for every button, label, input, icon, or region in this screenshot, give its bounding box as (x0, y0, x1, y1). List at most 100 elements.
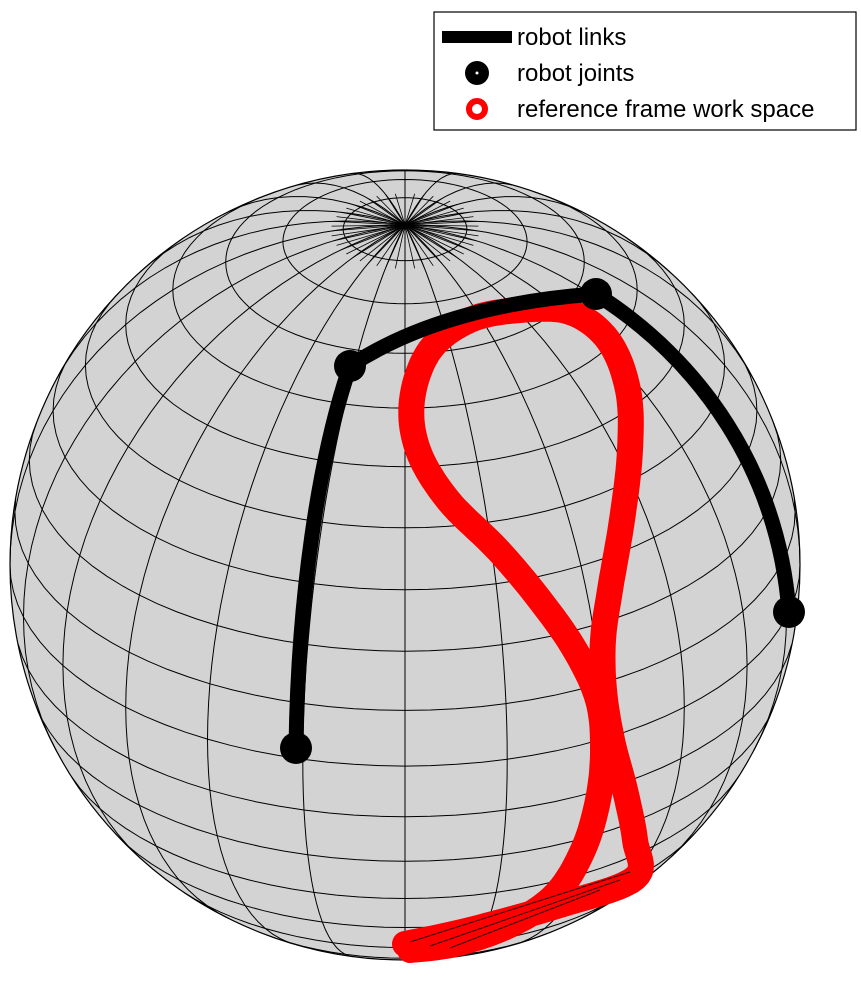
mesh-pole-spoke (352, 204, 406, 226)
mesh-pole-spoke (404, 220, 477, 226)
mesh-pole-spoke (340, 224, 406, 251)
mesh-pole-spoke (404, 207, 464, 226)
mesh-pole-spoke (331, 224, 406, 237)
robot-link (342, 286, 604, 374)
mesh-parallel (282, 178, 528, 305)
mesh-pole-spoke (359, 224, 406, 262)
mesh-pole-spoke (340, 211, 406, 226)
mesh-pole-spoke (404, 224, 458, 259)
mesh-pole-spoke (404, 224, 477, 242)
mesh-meridian (404, 210, 672, 274)
reference-path-marker (619, 808, 644, 833)
mesh-pole-spoke (394, 193, 406, 226)
legend-robot-links-label: robot links (517, 24, 626, 51)
mesh-pole-spoke (376, 195, 406, 226)
mesh-pole-spoke (404, 224, 479, 227)
mesh-pole-spoke (404, 224, 416, 269)
mesh-pole-spoke (404, 224, 470, 251)
robot-link (588, 286, 797, 620)
mesh-parallel (84, 292, 726, 529)
mesh-parallel (14, 498, 796, 711)
reference-path-marker (618, 431, 643, 456)
mesh-meridian (55, 220, 406, 380)
reference-path-marker (586, 788, 610, 812)
reference-path-marker (443, 932, 467, 956)
mesh-pole-spoke (404, 200, 451, 226)
robot-arm (280, 278, 805, 764)
mesh-pole-spoke (404, 211, 470, 226)
reference-path-marker (617, 798, 642, 823)
legend-reference-marker (466, 98, 488, 120)
mesh-pole-spoke (367, 198, 406, 226)
mesh-pole-spoke (404, 198, 443, 226)
mesh-pole-spoke (404, 224, 480, 232)
mesh-parallel (36, 707, 774, 862)
reference-path-marker (594, 599, 619, 624)
mesh-pole-spoke (359, 200, 406, 226)
mesh-parallel (17, 643, 793, 818)
mesh-pole-spoke (404, 204, 458, 226)
mesh-pole-spoke (367, 224, 406, 264)
mesh-parallel (225, 170, 585, 354)
reference-path-marker (615, 465, 640, 490)
mesh-parallel (71, 776, 739, 900)
reference-path-marker (610, 508, 634, 532)
mesh-parallel (9, 564, 801, 767)
mesh-meridian (404, 224, 748, 858)
mesh-pole-spoke (333, 224, 406, 242)
mesh-pole-spoke (376, 224, 406, 267)
reference-path-marker (606, 529, 631, 554)
mesh-pole-spoke (404, 195, 434, 226)
mesh-parallel (172, 191, 638, 409)
mesh-meridian (229, 196, 406, 226)
robot-joint (334, 350, 366, 382)
mesh-pole-spoke (330, 224, 406, 232)
mesh-meridian (353, 172, 406, 226)
reference-path-marker (601, 558, 626, 583)
reference-path-overlay-lines (409, 871, 631, 949)
mesh-pole-spoke (333, 220, 406, 226)
mesh-pole-spoke (404, 224, 451, 262)
reference-path-marker (583, 798, 608, 823)
mesh-pole-spoke (404, 216, 474, 226)
reference-path-marker (481, 919, 506, 944)
robot-joint (280, 732, 312, 764)
robot-joint (773, 596, 805, 628)
reference-path-marker (614, 479, 638, 504)
mesh-pole-spoke (331, 224, 406, 227)
reference-path-marker (616, 378, 640, 402)
mesh-pole-spoke (336, 216, 406, 226)
mesh-pole-spoke (336, 224, 406, 246)
mesh-pole-spoke (404, 224, 443, 264)
legend-robot-joints-marker-center (475, 71, 479, 75)
robot-joint (580, 278, 612, 310)
mesh-pole-spoke (346, 224, 406, 255)
mesh-pole-spoke (352, 224, 406, 259)
mesh-pole-spoke (385, 224, 406, 268)
mesh-pole-spoke (404, 224, 479, 237)
mesh-parallel (342, 197, 468, 262)
reference-path-marker (618, 418, 643, 443)
mesh-pole-spoke (404, 193, 416, 226)
reference-path-marker (612, 493, 636, 518)
reference-path-marker (618, 406, 643, 431)
mesh-pole-spoke (346, 207, 406, 226)
reference-path-marker (470, 924, 495, 948)
reference-path-marker (599, 571, 623, 596)
mesh-pole-spoke (394, 224, 406, 269)
mesh-pole-spoke (404, 224, 425, 268)
robot-link (288, 358, 358, 756)
mesh-pole-spoke (404, 194, 425, 226)
reference-path-marker (400, 418, 425, 442)
legend: robot links robot joints reference frame… (433, 11, 857, 131)
mesh-meridian (404, 220, 755, 380)
reference-path-marker (406, 361, 431, 386)
unit-sphere (9, 169, 801, 961)
mesh-parallel (28, 422, 782, 652)
mesh-pole-spoke (404, 224, 464, 255)
mesh-pole-spoke (404, 224, 434, 267)
reference-path-marker (398, 938, 422, 962)
reference-path-marker (613, 367, 638, 391)
mesh-meridian (404, 172, 457, 226)
